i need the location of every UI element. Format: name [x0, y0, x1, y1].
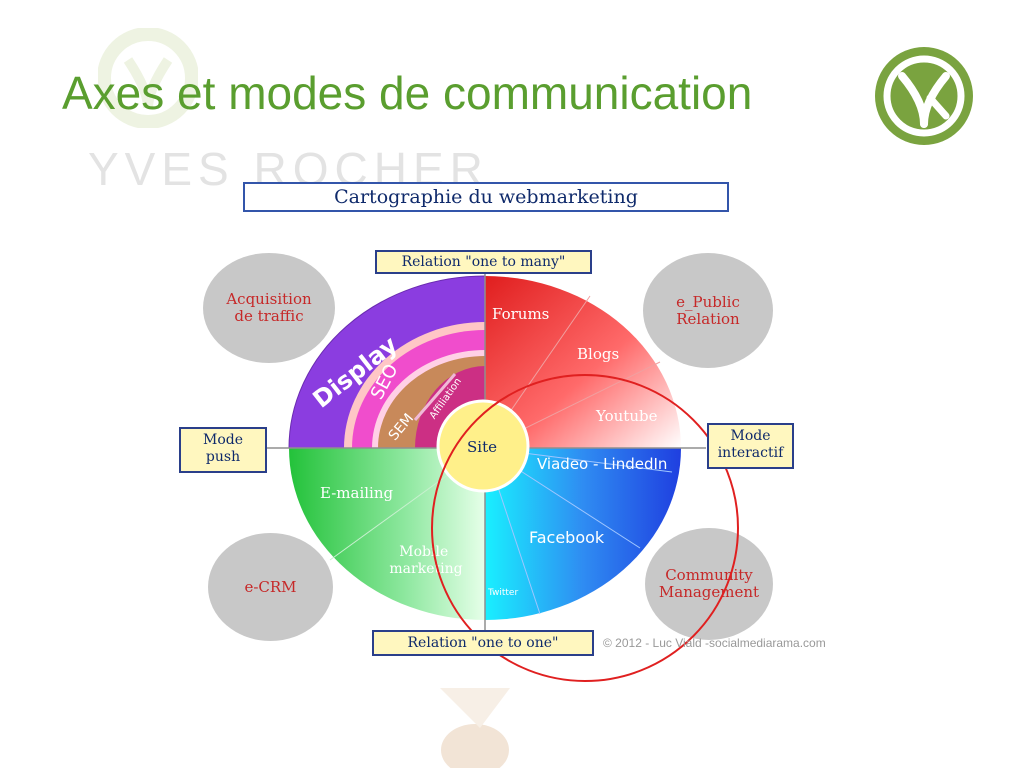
label-mobile-line2: marketing — [389, 561, 462, 577]
label-relation-one-to-one: Relation "one to one" — [372, 630, 594, 656]
label-facebook: Facebook — [529, 528, 605, 547]
label-forums: Forums — [492, 305, 549, 323]
bottom-decoration — [440, 688, 510, 768]
label-youtube: Youtube — [595, 407, 658, 425]
label-mobile: Mobile marketing — [389, 544, 462, 577]
copyright-text: © 2012 - Luc Viald -socialmediarama.com — [603, 636, 826, 650]
center-site — [436, 399, 530, 493]
label-viadeo: Viadeo - LindedIn — [537, 455, 667, 473]
label-site: Site — [467, 438, 497, 456]
circle-acquisition-traffic: Acquisition de traffic — [203, 253, 335, 363]
circle-e-public-relation: e_Public Relation — [643, 253, 773, 368]
diagram-title: Cartographie du webmarketing — [243, 182, 729, 212]
page-title: Axes et modes de communication — [62, 67, 753, 119]
label-mode-push: Mode push — [179, 427, 267, 473]
quadrant-social-networks — [485, 448, 681, 620]
label-blogs: Blogs — [577, 345, 619, 363]
label-twitter: Twitter — [487, 588, 518, 598]
quadrant-social-publishing — [485, 276, 681, 448]
label-emailing: E-mailing — [320, 484, 394, 502]
label-mobile-line1: Mobile — [399, 544, 448, 560]
highlight-circle — [431, 374, 739, 682]
label-mode-interactif: Mode interactif — [707, 423, 794, 469]
label-relation-one-to-many: Relation "one to many" — [375, 250, 592, 274]
circle-e-crm: e-CRM — [208, 533, 333, 641]
yves-rocher-logo-icon — [875, 47, 973, 145]
watermark-logo-icon — [98, 28, 198, 128]
